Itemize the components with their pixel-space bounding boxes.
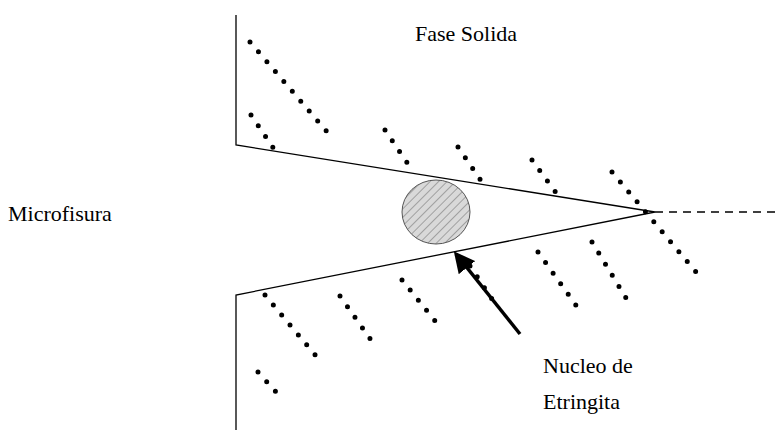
- region-label: Microfisura: [8, 196, 112, 232]
- ettringite-nucleus: [402, 180, 470, 244]
- dotted-lines: [250, 42, 696, 392]
- callout-label: Nucleo de Etringita: [543, 348, 683, 420]
- crack-extension: [655, 211, 779, 212]
- leader-arrow: [456, 254, 520, 334]
- region-label: Fase Solida: [415, 16, 517, 52]
